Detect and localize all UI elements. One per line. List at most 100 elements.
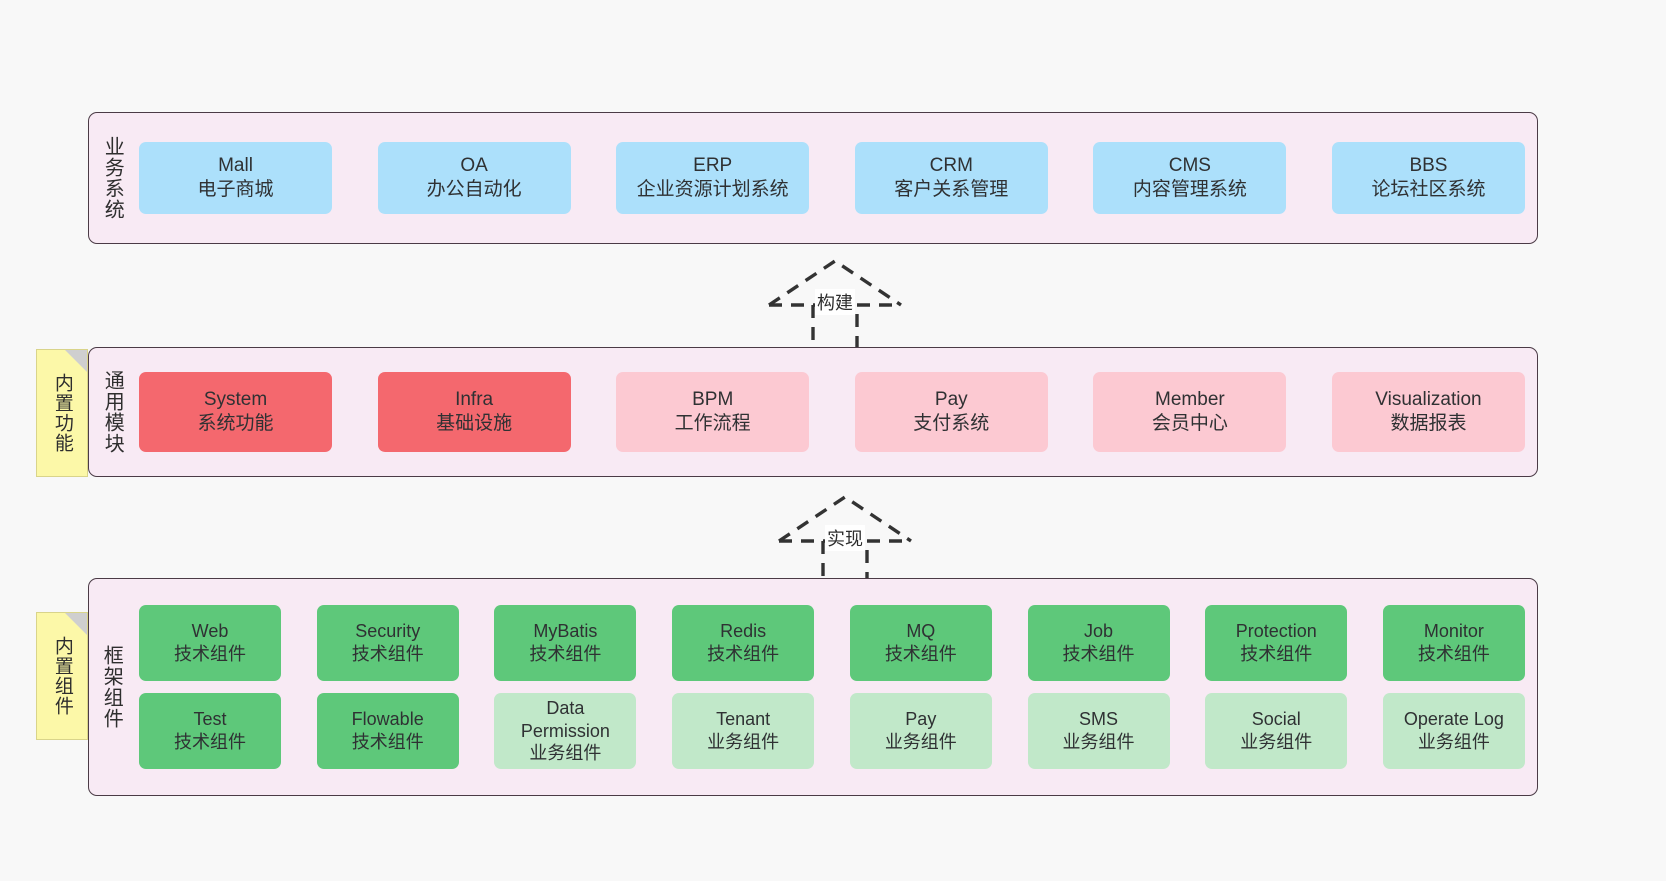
layer-body-business-systems: Mall 电子商城 OA 办公自动化 ERP 企业资源计划系统 CRM 客户关系… [135, 113, 1537, 243]
card-row: Test 技术组件 Flowable 技术组件 Data Permission … [139, 693, 1525, 769]
card-row: System 系统功能 Infra 基础设施 BPM 工作流程 Pay 支付系统… [139, 372, 1525, 452]
card-title: CRM [929, 154, 973, 176]
card-sms[interactable]: SMS 业务组件 [1027, 693, 1170, 769]
note-builtin-components[interactable]: 内置组件 [36, 612, 88, 740]
card-title: Operate Log [1403, 709, 1504, 730]
card-subtitle: 系统功能 [197, 413, 274, 434]
card-subtitle: 论坛社区系统 [1371, 179, 1486, 200]
card-cms[interactable]: CMS 内容管理系统 [1093, 142, 1287, 214]
note-label: 内置组件 [51, 636, 73, 716]
card-subtitle: 业务组件 [529, 743, 602, 764]
card-visualization[interactable]: Visualization 数据报表 [1331, 372, 1525, 452]
card-oa[interactable]: OA 办公自动化 [377, 142, 571, 214]
layer-framework-components: 框架组件 Web 技术组件 Security 技术组件 MyBatis 技术组件… [88, 578, 1538, 796]
card-subtitle: 业务组件 [1417, 732, 1490, 752]
card-title: Infra [455, 388, 494, 410]
card-security[interactable]: Security 技术组件 [316, 605, 459, 681]
card-title: Visualization [1375, 388, 1482, 410]
card-web[interactable]: Web 技术组件 [139, 605, 281, 681]
connector-label: 构建 [815, 289, 855, 315]
note-builtin-functions[interactable]: 内置功能 [36, 349, 88, 477]
card-row: Mall 电子商城 OA 办公自动化 ERP 企业资源计划系统 CRM 客户关系… [139, 142, 1525, 214]
card-title: Member [1155, 388, 1225, 410]
card-subtitle: 业务组件 [1062, 732, 1135, 752]
card-subtitle: 企业资源计划系统 [636, 179, 789, 200]
card-title: Monitor [1423, 621, 1484, 642]
card-subtitle: 业务组件 [707, 732, 780, 752]
card-subtitle: 技术组件 [1062, 644, 1135, 664]
card-title: Pay [905, 709, 937, 730]
card-title: BBS [1409, 154, 1448, 176]
card-subtitle: 数据报表 [1390, 413, 1467, 434]
card-subtitle: 技术组件 [351, 644, 424, 664]
card-subtitle: 技术组件 [174, 732, 246, 752]
card-title: Pay [934, 388, 968, 410]
connector-implement: 实现 [765, 489, 925, 589]
card-test[interactable]: Test 技术组件 [139, 693, 281, 769]
card-operate-log[interactable]: Operate Log 业务组件 [1382, 693, 1525, 769]
card-subtitle: 业务组件 [884, 732, 957, 752]
card-title: ERP [693, 154, 733, 176]
card-subtitle: 会员中心 [1151, 413, 1228, 434]
layer-body-common-modules: System 系统功能 Infra 基础设施 BPM 工作流程 Pay 支付系统… [135, 348, 1537, 476]
card-subtitle: 基础设施 [436, 413, 513, 434]
card-subtitle: 工作流程 [674, 413, 751, 434]
card-title: Test [193, 709, 227, 730]
note-label: 内置功能 [51, 373, 73, 453]
card-subtitle: 技术组件 [1240, 644, 1313, 664]
layer-common-modules: 通用模块 System 系统功能 Infra 基础设施 BPM 工作流程 Pay… [88, 347, 1538, 477]
card-subtitle: 技术组件 [529, 644, 602, 664]
card-pay-component[interactable]: Pay 业务组件 [849, 693, 992, 769]
card-flowable[interactable]: Flowable 技术组件 [316, 693, 459, 769]
note-fold-icon [65, 613, 87, 635]
card-member[interactable]: Member 会员中心 [1093, 372, 1287, 452]
card-subtitle: 支付系统 [913, 413, 990, 434]
card-subtitle: 办公自动化 [426, 179, 522, 200]
card-subtitle: 技术组件 [884, 644, 957, 664]
card-title: Flowable [351, 709, 424, 730]
card-tenant[interactable]: Tenant 业务组件 [672, 693, 815, 769]
card-redis[interactable]: Redis 技术组件 [672, 605, 815, 681]
card-erp[interactable]: ERP 企业资源计划系统 [616, 142, 810, 214]
card-monitor[interactable]: Monitor 技术组件 [1382, 605, 1525, 681]
card-title: Social [1251, 709, 1301, 730]
layer-title-framework-components: 框架组件 [100, 645, 123, 729]
card-data-permission[interactable]: Data Permission 业务组件 [494, 693, 637, 769]
card-title: Mall [218, 154, 253, 176]
card-subtitle: 技术组件 [174, 644, 246, 664]
card-title: Job [1084, 621, 1114, 642]
card-title: SMS [1079, 709, 1119, 730]
card-title: BPM [692, 388, 734, 410]
card-title: Security [355, 621, 421, 642]
card-infra[interactable]: Infra 基础设施 [377, 372, 571, 452]
card-social[interactable]: Social 业务组件 [1205, 693, 1348, 769]
layer-business-systems: 业务系统 Mall 电子商城 OA 办公自动化 ERP 企业资源计划系统 CRM… [88, 112, 1538, 244]
card-subtitle: 电子商城 [197, 179, 274, 200]
card-title: MyBatis [533, 621, 598, 642]
card-title: OA [460, 154, 488, 176]
card-subtitle: 客户关系管理 [894, 179, 1009, 200]
card-title: CMS [1168, 154, 1211, 176]
card-subtitle: 技术组件 [1417, 644, 1490, 664]
card-mall[interactable]: Mall 电子商城 [139, 142, 332, 214]
card-mq[interactable]: MQ 技术组件 [849, 605, 992, 681]
connector-build: 构建 [755, 253, 915, 353]
card-crm[interactable]: CRM 客户关系管理 [854, 142, 1048, 214]
layer-body-framework-components: Web 技术组件 Security 技术组件 MyBatis 技术组件 Redi… [133, 579, 1537, 795]
card-title: Tenant [716, 709, 771, 730]
card-subtitle: 业务组件 [1240, 732, 1313, 752]
card-job[interactable]: Job 技术组件 [1027, 605, 1170, 681]
card-subtitle: 技术组件 [351, 732, 424, 752]
card-title: System [203, 388, 268, 410]
layer-title-business-systems: 业务系统 [101, 136, 124, 220]
connector-label: 实现 [825, 525, 865, 551]
card-protection[interactable]: Protection 技术组件 [1205, 605, 1348, 681]
card-mybatis[interactable]: MyBatis 技术组件 [494, 605, 637, 681]
card-bbs[interactable]: BBS 论坛社区系统 [1331, 142, 1525, 214]
card-bpm[interactable]: BPM 工作流程 [616, 372, 810, 452]
card-pay-module[interactable]: Pay 支付系统 [854, 372, 1048, 452]
card-subtitle: 技术组件 [707, 644, 780, 664]
card-title: Protection [1235, 621, 1317, 642]
card-system[interactable]: System 系统功能 [139, 372, 332, 452]
